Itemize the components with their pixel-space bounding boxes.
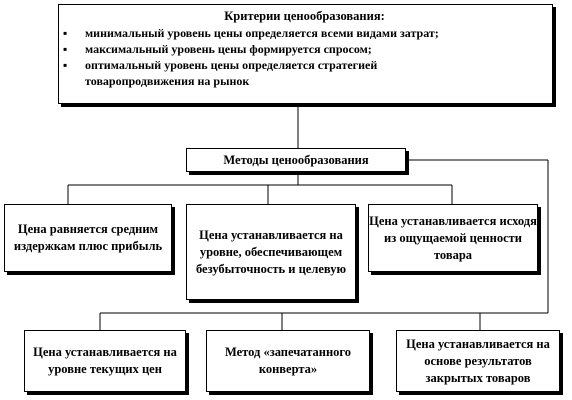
bullet-icon: ▪ <box>63 42 68 56</box>
method-perceived-value: Цена устанавливается исходя из ощущаемой… <box>368 204 538 272</box>
method-sealed-envelope: Метод «запечатанного конверта» <box>206 330 370 392</box>
criteria-box: Критерии ценообразования: ▪минимальный у… <box>58 4 553 104</box>
method-closed-bids: Цена устанавливается на основе результат… <box>396 330 560 392</box>
criteria-title: Критерии ценообразования: <box>224 9 385 23</box>
method-avg-cost-plus-profit: Цена равняется средним издержкам плюс пр… <box>4 204 172 272</box>
criteria-item: ▪минимальный уровень цены определяется в… <box>63 26 439 40</box>
criteria-list: ▪минимальный уровень цены определяется в… <box>63 25 546 89</box>
criteria-item: ▪оптимальный уровень цены определяется с… <box>63 58 378 72</box>
criteria-item-continuation: товаропродвижения на рынок <box>85 74 250 88</box>
method-current-prices: Цена устанавливается на уровне текущих ц… <box>24 330 186 392</box>
bullet-icon: ▪ <box>63 26 68 40</box>
bullet-icon: ▪ <box>63 58 68 72</box>
methods-box: Методы ценообразования <box>186 148 406 172</box>
method-break-even: Цена устанавливается на уровне, обеспечи… <box>186 204 356 300</box>
criteria-item: ▪максимальный уровень цены формируется с… <box>63 42 372 56</box>
